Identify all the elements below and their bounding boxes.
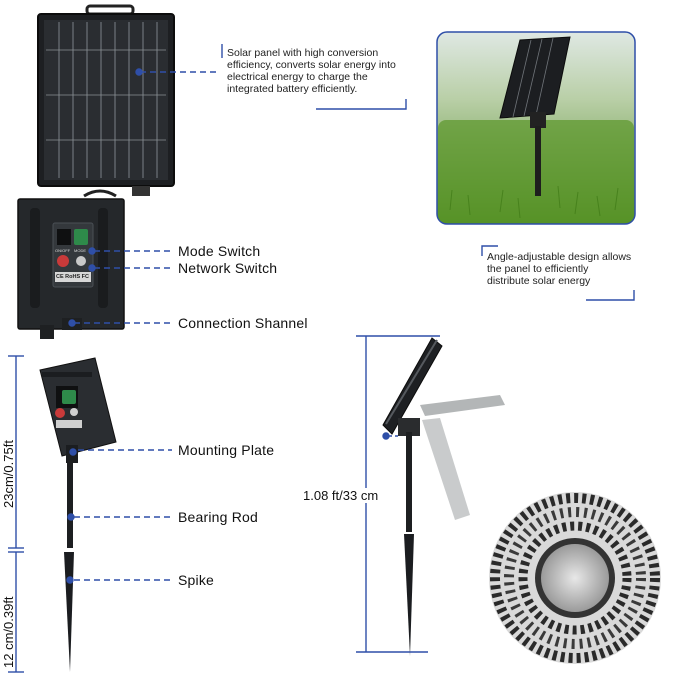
bearing-rod-label: Bearing Rod	[178, 509, 259, 525]
connection-label: Connection Shannel	[178, 315, 308, 331]
onoff-device-text: ON/OFF	[55, 248, 71, 253]
network-switch-label: Network Switch	[178, 260, 278, 276]
lower-height-dimension: 12 cm/0.39ft	[1, 596, 16, 668]
mounting-plate-label: Mounting Plate	[178, 442, 275, 458]
mode-device-text: MODE	[74, 248, 86, 253]
stake-assembly-left	[39, 357, 117, 672]
solar-panel-top	[37, 4, 175, 196]
upper-height-dimension: 23cm/0.75ft	[1, 440, 16, 508]
spike-label: Spike	[178, 572, 215, 588]
string-lights-reel	[489, 492, 661, 664]
callout-lines	[66, 44, 635, 584]
battery-box	[17, 189, 125, 339]
grass-photo	[436, 31, 636, 225]
mode-switch-label: Mode Switch	[178, 243, 261, 259]
angle-adjustable-callout: Angle-adjustable design allows the panel…	[487, 251, 632, 287]
solar-panel-callout: Solar panel with high conversion efficie…	[227, 47, 396, 95]
total-height-dimension: 1.08 ft/33 cm	[301, 488, 381, 503]
certification-marks: CE RoHS FC	[56, 274, 89, 280]
stake-assembly-center	[382, 337, 505, 656]
